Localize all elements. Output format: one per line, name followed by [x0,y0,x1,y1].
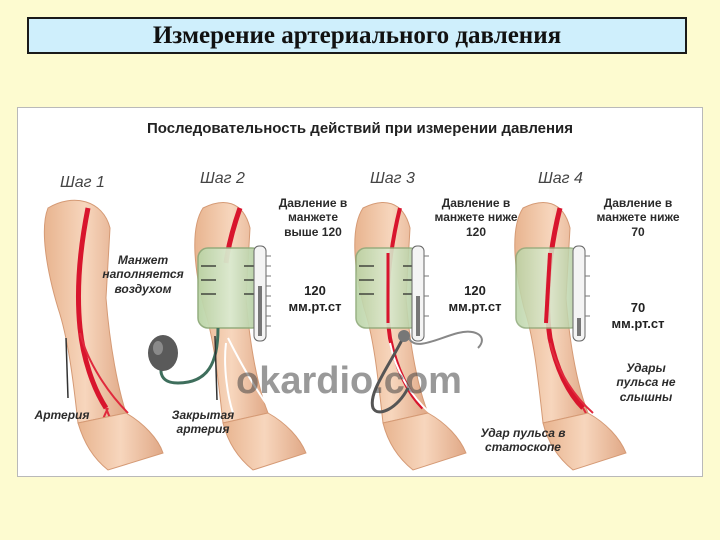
arm-illustration [43,199,627,471]
step-3-pressure-caption: Давление в манжете ниже 120 [434,196,518,239]
step-2-reading-unit: мм.рт.ст [288,299,342,315]
step-4-bottom-label: Удары пульса не слышны [616,361,676,404]
step-3-reading: 120 мм.рт.ст [440,283,510,316]
step-3-bottom-label: Удар пульса в статоскопе [480,426,566,455]
step-4-reading-unit: мм.рт.ст [611,316,665,332]
step-2-bottom-label: Закрытая артерия [171,408,235,437]
step-4-reading-value: 70 [630,300,646,315]
figure-heading: Последовательность действий при измерени… [146,120,574,137]
watermark: okardio.com [236,360,462,402]
step-2-label: Шаг 2 [200,170,245,187]
arm-step-4 [514,202,627,471]
arm-step-2 [148,202,307,471]
slide-title: Измерение артериального давления [152,21,562,49]
stethoscope-icon [370,337,410,414]
step-1-annotation: Манжет наполняется воздухом [102,253,184,296]
slide-title-box: Измерение артериального давления [27,17,687,54]
inflation-bulb-icon [148,335,178,371]
step-2-reading: 120 мм.рт.ст [280,283,350,316]
arm-step-3 [354,202,483,471]
arm-step-1 [43,199,164,471]
step-3-reading-value: 120 [464,283,486,298]
step-3-label: Шаг 3 [370,170,415,187]
step-2-reading-value: 120 [304,283,326,298]
step-3-reading-unit: мм.рт.ст [448,299,502,315]
illustration-panel: Последовательность действий при измерени… [17,107,703,477]
step-1-label: Шаг 1 [60,174,105,191]
step-4-pressure-caption: Давление в манжете ниже 70 [596,196,680,239]
step-4-label: Шаг 4 [538,170,583,187]
step-1-bottom-label: Артерия [34,408,90,422]
step-2-pressure-caption: Давление в манжете выше 120 [278,196,348,239]
step-4-reading: 70 мм.рт.ст [598,300,678,333]
